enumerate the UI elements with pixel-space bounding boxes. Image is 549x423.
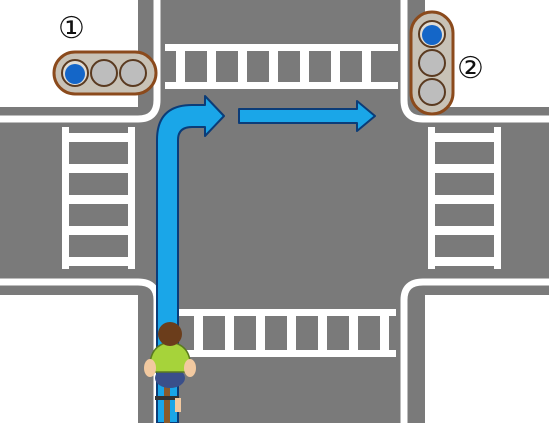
- signal-2-label: ②: [457, 51, 484, 86]
- signal-2-blue-lamp: [422, 25, 442, 45]
- signal-1-yellow-lamp: [90, 59, 118, 87]
- straight-route-arrow: [238, 100, 376, 132]
- crosswalk-right: [428, 127, 501, 269]
- signal-1-red-lamp: [119, 59, 147, 87]
- signal-2-yellow-lamp: [418, 49, 446, 77]
- signal-1-blue-lamp: [65, 64, 85, 84]
- crosswalk-left: [62, 127, 135, 269]
- signal-1-label: ①: [58, 11, 85, 46]
- signal-2-red-lamp: [418, 78, 446, 106]
- traffic-signal-1: [52, 50, 158, 96]
- crosswalk-bottom: [178, 309, 396, 357]
- cyclist: [144, 322, 196, 423]
- traffic-signal-2: [409, 10, 455, 116]
- crosswalk-top: [165, 44, 398, 89]
